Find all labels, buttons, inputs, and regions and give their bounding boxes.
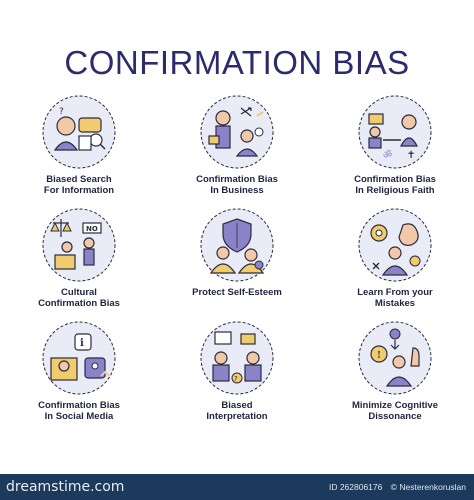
icon-card-social-media: i Confirmation Bias In Social Media bbox=[0, 318, 158, 446]
label-cognitive-dissonance: Minimize Cognitive Dissonance bbox=[320, 400, 470, 422]
label-line: Confirmation Bias bbox=[38, 298, 120, 309]
label-learn-mistakes: Learn From your Mistakes bbox=[320, 287, 470, 309]
social-media-icon: i bbox=[42, 321, 116, 395]
label-line: Biased Search bbox=[46, 174, 112, 185]
label-line: Confirmation Bias bbox=[354, 174, 436, 185]
copyright: © Nesterenkoruslan bbox=[390, 482, 466, 492]
label-line: Learn From your bbox=[357, 287, 433, 298]
self-esteem-icon bbox=[200, 208, 274, 282]
label-line: Mistakes bbox=[374, 298, 416, 309]
image-id: ID 262806176 bbox=[328, 482, 383, 492]
cognitive-dissonance-icon: ! bbox=[358, 321, 432, 395]
svg-text:i: i bbox=[80, 338, 84, 349]
label-line: Confirmation Bias bbox=[196, 174, 278, 185]
cultural-icon: NO bbox=[42, 208, 116, 282]
watermark-footer: dreamstime.com ID 262806176 © Nesterenko… bbox=[0, 474, 474, 500]
page-title: CONFIRMATION BIAS bbox=[64, 44, 410, 81]
label-religious-faith: Confirmation Bias In Religious Faith bbox=[320, 174, 470, 196]
label-line: Minimize Cognitive bbox=[351, 400, 439, 411]
label-line: In Religious Faith bbox=[355, 185, 435, 196]
label-interpretation: Biased Interpretation bbox=[162, 400, 312, 422]
footer-credit: ID 262806176 © Nesterenkoruslan bbox=[323, 482, 466, 492]
icon-card-self-esteem: Protect Self-Esteem bbox=[158, 205, 316, 333]
label-line: For Information bbox=[43, 185, 115, 196]
biased-search-icon: ? bbox=[42, 95, 116, 169]
svg-text:?: ? bbox=[59, 107, 64, 117]
label-biased-search: Biased Search For Information bbox=[4, 174, 154, 196]
no-sign-text: NO bbox=[86, 225, 98, 233]
label-line: Dissonance bbox=[368, 411, 422, 422]
label-line: Interpretation bbox=[206, 411, 268, 422]
label-line: Protect Self-Esteem bbox=[192, 287, 282, 298]
learn-mistakes-icon bbox=[358, 208, 432, 282]
label-line: In Business bbox=[210, 185, 264, 196]
label-line: Cultural bbox=[61, 287, 97, 298]
icon-card-cognitive-dissonance: ! Minimize Cognitive Dissonance bbox=[316, 318, 474, 446]
icon-card-business: Confirmation Bias In Business bbox=[158, 92, 316, 220]
label-self-esteem: Protect Self-Esteem bbox=[162, 287, 312, 298]
label-cultural: Cultural Confirmation Bias bbox=[4, 287, 154, 309]
label-social-media: Confirmation Bias In Social Media bbox=[4, 400, 154, 422]
icon-card-cultural: NO Cultural Confirmation Bias bbox=[0, 205, 158, 333]
svg-text:ॐ: ॐ bbox=[383, 149, 392, 161]
icon-card-biased-search: ? Biased Search For Information bbox=[0, 92, 158, 220]
label-line: Confirmation Bias bbox=[38, 400, 120, 411]
label-line: Biased bbox=[221, 400, 253, 411]
svg-text:?: ? bbox=[234, 375, 238, 383]
religious-faith-icon: ॐ ✝ bbox=[358, 95, 432, 169]
svg-text:✝: ✝ bbox=[407, 150, 415, 161]
label-business: Confirmation Bias In Business bbox=[162, 174, 312, 196]
label-line: In Social Media bbox=[44, 411, 114, 422]
interpretation-icon: ? bbox=[200, 321, 274, 395]
business-icon bbox=[200, 95, 274, 169]
svg-text:!: ! bbox=[377, 351, 381, 361]
icon-card-religious-faith: ॐ ✝ Confirmation Bias In Religious Faith bbox=[316, 92, 474, 220]
icon-card-learn-mistakes: Learn From your Mistakes bbox=[316, 205, 474, 333]
footer-logo: dreamstime.com bbox=[6, 479, 125, 495]
icon-card-interpretation: ? Biased Interpretation bbox=[158, 318, 316, 446]
